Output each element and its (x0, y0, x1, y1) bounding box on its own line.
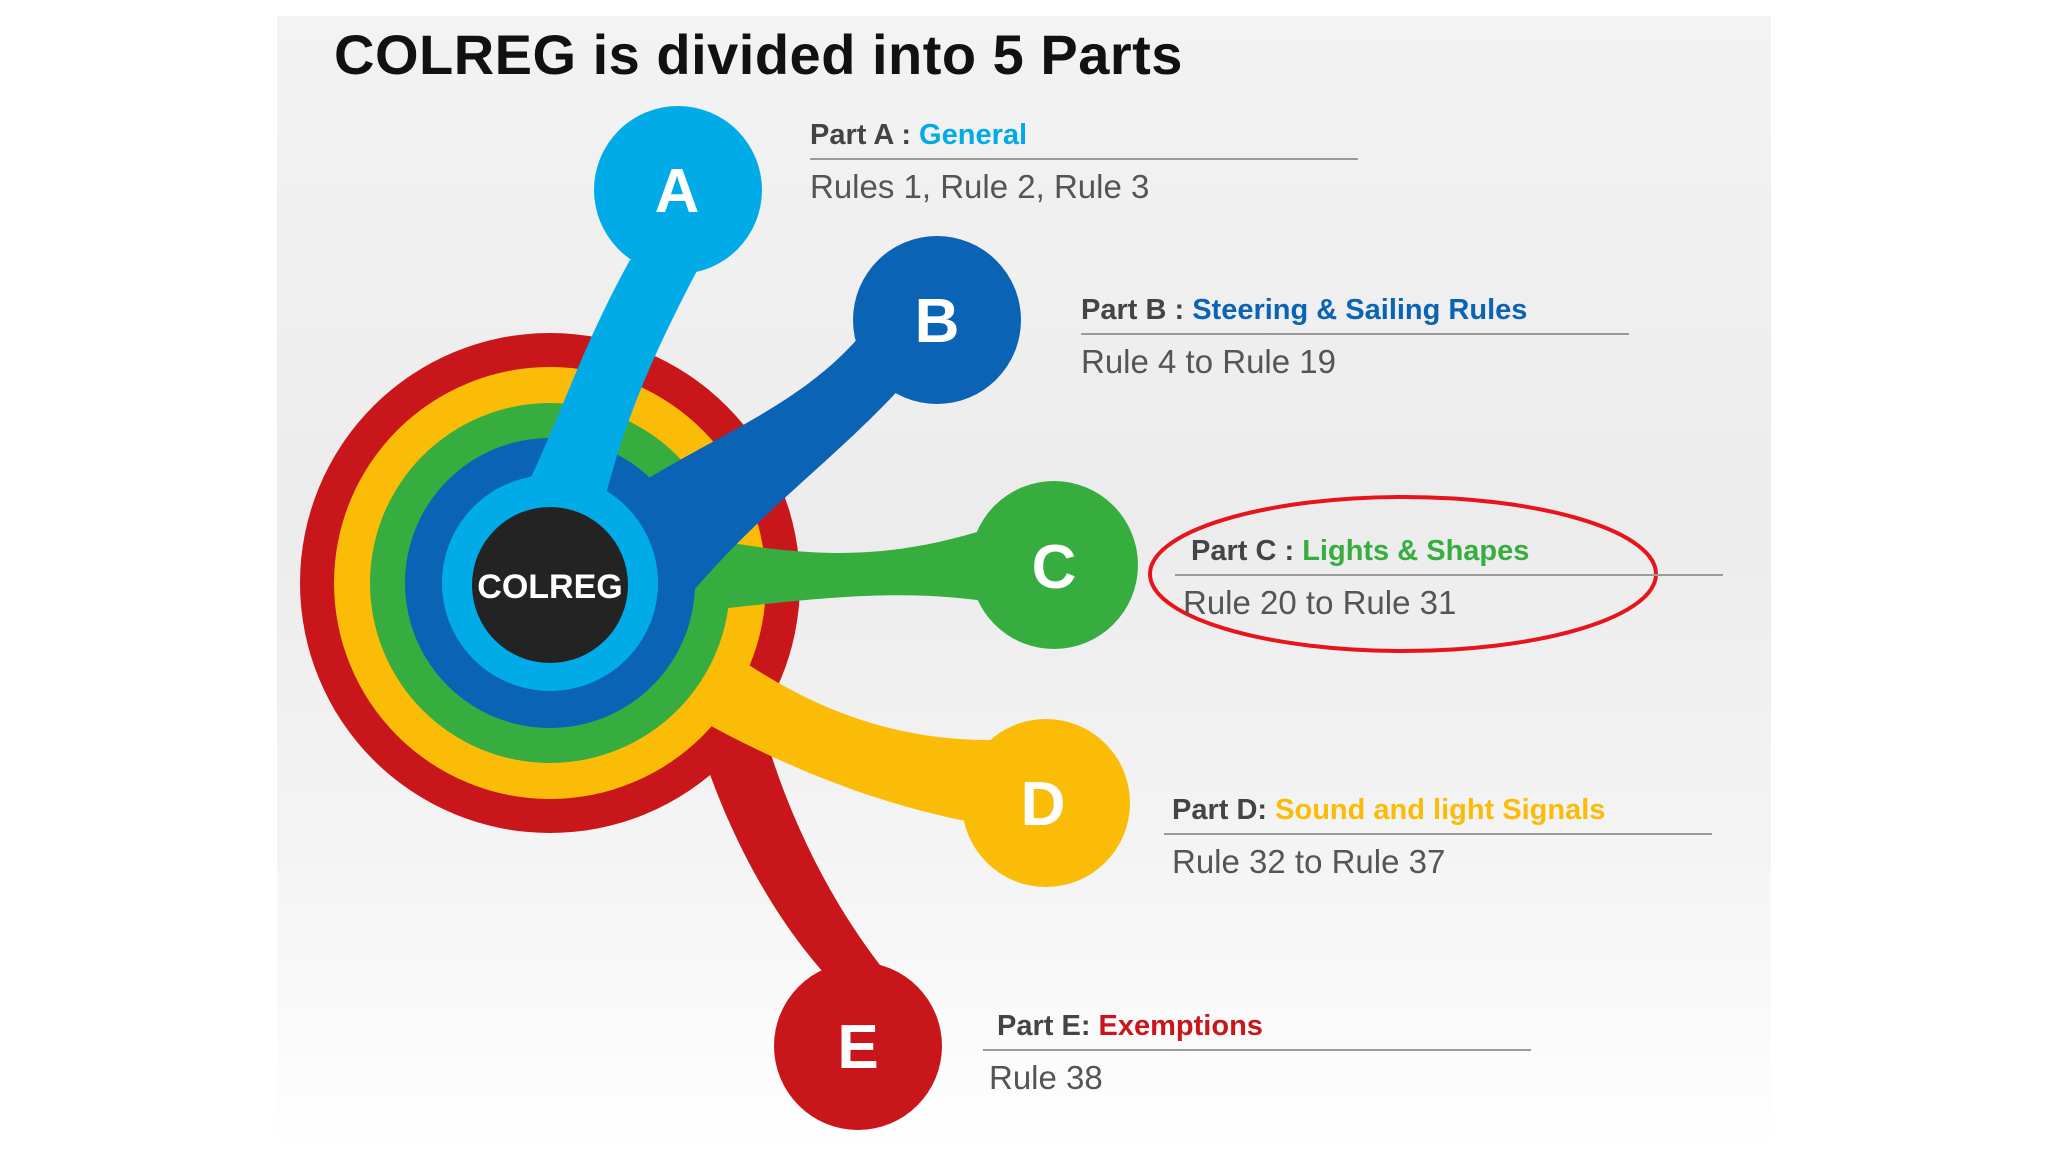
stem-a (520, 260, 700, 520)
part-b-label: Part B : Steering & Sailing Rules Rule 4… (1081, 294, 1629, 381)
part-b-heading: Part B : Steering & Sailing Rules (1081, 294, 1629, 327)
part-d-divider (1164, 833, 1712, 835)
part-b-prefix: Part B : (1081, 294, 1185, 326)
part-a-divider (810, 158, 1358, 160)
part-e-divider (983, 1049, 1531, 1051)
bubble-letter-a: A (655, 157, 700, 226)
part-c-divider (1175, 574, 1723, 576)
bubble-letter-d: D (1021, 770, 1066, 839)
part-d-heading: Part D: Sound and light Signals (1164, 794, 1712, 827)
part-a-label: Part A : General Rules 1, Rule 2, Rule 3 (810, 119, 1358, 206)
stem-d (700, 630, 1020, 830)
part-e-label: Part E: Exemptions Rule 38 (983, 1010, 1531, 1097)
part-e-prefix: Part E: (997, 1010, 1091, 1042)
part-a-heading: Part A : General (810, 119, 1358, 152)
part-d-label: Part D: Sound and light Signals Rule 32 … (1164, 794, 1712, 881)
bubble-letter-e: E (837, 1013, 878, 1082)
part-e-name: Exemptions (1098, 1010, 1263, 1042)
bubble-a (594, 106, 762, 274)
part-b-rules: Rule 4 to Rule 19 (1081, 343, 1336, 380)
part-a-rules: Rules 1, Rule 2, Rule 3 (810, 168, 1150, 205)
part-d-prefix: Part D: (1172, 794, 1268, 826)
hub-label: COLREG (477, 568, 622, 606)
part-e-heading: Part E: Exemptions (983, 1010, 1531, 1043)
part-c-rules: Rule 20 to Rule 31 (1183, 584, 1457, 621)
bubble-c (970, 481, 1138, 649)
part-a-name: General (919, 119, 1028, 151)
page-title: COLREG is divided into 5 Parts (334, 23, 1183, 86)
part-b-divider (1081, 333, 1629, 335)
part-c-prefix: Part C : (1191, 535, 1295, 567)
bubble-e (774, 962, 942, 1130)
bubble-b (853, 236, 1021, 404)
part-d-name: Sound and light Signals (1275, 794, 1606, 826)
part-c-heading: Part C : Lights & Shapes (1175, 535, 1723, 568)
bubble-letter-c: C (1032, 533, 1077, 602)
stem-b (615, 330, 925, 595)
bubble-letter-b: B (915, 287, 960, 356)
part-d-rules: Rule 32 to Rule 37 (1172, 843, 1446, 880)
part-b-name: Steering & Sailing Rules (1192, 294, 1528, 326)
part-c-label: Part C : Lights & Shapes Rule 20 to Rule… (1175, 535, 1723, 622)
part-c-name: Lights & Shapes (1302, 535, 1530, 567)
stem-e (700, 735, 880, 990)
hub-circle (472, 507, 628, 663)
stem-c (690, 528, 1010, 612)
bubble-d (962, 719, 1130, 887)
part-e-rules: Rule 38 (989, 1059, 1103, 1096)
part-a-prefix: Part A : (810, 119, 911, 151)
